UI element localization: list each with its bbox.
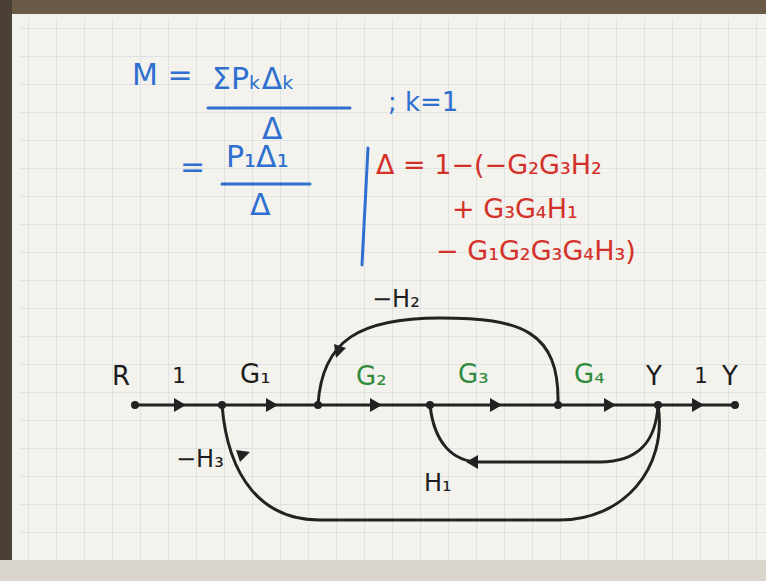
branch-gain: 1 — [694, 364, 708, 388]
branch-gain: −H₂ — [372, 286, 420, 312]
formula-text: ; k=1 — [388, 88, 458, 117]
formula-text: ΣPₖΔₖ — [212, 62, 295, 95]
formula-text: P₁Δ₁ — [226, 140, 289, 173]
node-name: R — [112, 362, 130, 391]
formula-text: + G₃G₄H₁ — [452, 194, 578, 224]
formula-text: M = — [132, 58, 193, 91]
branch-gain: 1 — [172, 364, 186, 388]
branch-gain: G₁ — [240, 360, 271, 389]
formula-text: − G₁G₂G₃G₄H₃) — [436, 236, 636, 266]
branch-gain: G₄ — [574, 360, 605, 389]
node-name: Y — [646, 362, 662, 391]
branch-gain: G₃ — [458, 360, 489, 389]
node-name: Y — [722, 362, 738, 391]
branch-gain: −H₃ — [176, 446, 224, 472]
formula-text: Δ = 1−(−G₂G₃H₂ — [376, 150, 602, 180]
branch-gain: H₁ — [424, 470, 452, 496]
formula-text: = — [180, 150, 205, 183]
formula-text: Δ — [250, 188, 271, 221]
branch-gain: G₂ — [356, 362, 387, 391]
